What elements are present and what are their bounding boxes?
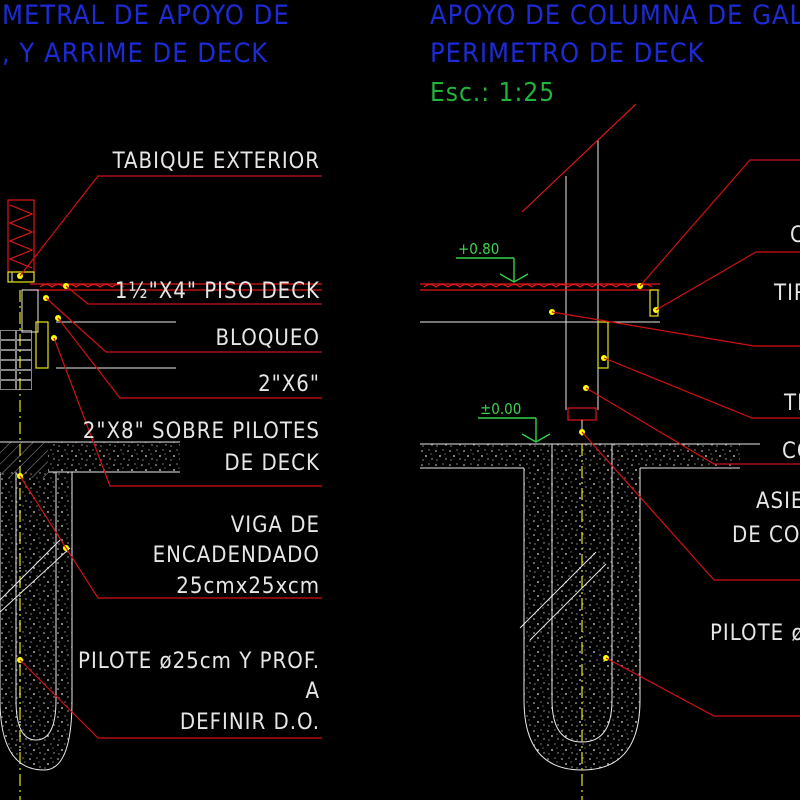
label-tabique-exterior: TABIQUE EXTERIOR [112,149,320,174]
right-ground [420,443,760,800]
label-sobre-pilotes-2: DE DECK [224,451,320,476]
scale-label: Esc.: 1:25 [430,78,555,108]
right-title-line2: PERIMETRO DE DECK [430,38,705,69]
label-pilote-3: DEFINIR D.O. [180,710,320,735]
level-marker-upper: +0.80 [456,240,529,283]
label-tir: TIR [773,281,800,306]
label-pilote-right: PILOTE ø [710,621,800,646]
level-marker-lower: ±0.00 [478,400,551,443]
level-lower-label: ±0.00 [480,400,521,418]
label-bloqueo: BLOQUEO [215,326,320,351]
label-ti: TI [783,391,800,416]
label-sobre-pilotes-1: 2"X8" SOBRE PILOTES [83,419,320,444]
label-co: CO [782,439,800,464]
label-pilote-2: A [305,679,320,704]
left-title-line1: METRAL DE APOYO DE [2,0,290,31]
left-leaders [19,175,322,739]
gallery-column [521,103,637,436]
right-detail: APOYO DE COLUMNA DE GALE PERIMETRO DE DE… [420,0,800,800]
right-title-line1: APOYO DE COLUMNA DE GALE [430,0,800,31]
left-deck-floor [30,283,322,291]
left-blocking [35,321,49,369]
left-joist [21,289,39,333]
right-leaders [551,159,800,717]
left-title-line2: , Y ARRIME DE DECK [2,38,268,69]
label-de-col: DE COL [732,523,800,548]
left-ground [0,441,180,771]
right-deck-floor [420,283,660,369]
label-viga-1: VIGA DE [231,513,320,538]
label-c: C [790,223,800,248]
masonry [0,330,32,390]
label-pilote-1: PILOTE ø25cm Y PROF. [78,649,320,674]
left-detail: METRAL DE APOYO DE , Y ARRIME DE DECK [0,0,322,800]
label-asien: ASIEN [756,489,800,514]
label-2x6: 2"X6" [258,372,320,397]
label-piso-deck: 1½"X4" PISO DECK [115,279,320,304]
label-viga-2: ENCADENDADO [153,543,320,568]
label-viga-3: 25cmx25xcm [176,574,320,599]
level-upper-label: +0.80 [458,240,499,258]
